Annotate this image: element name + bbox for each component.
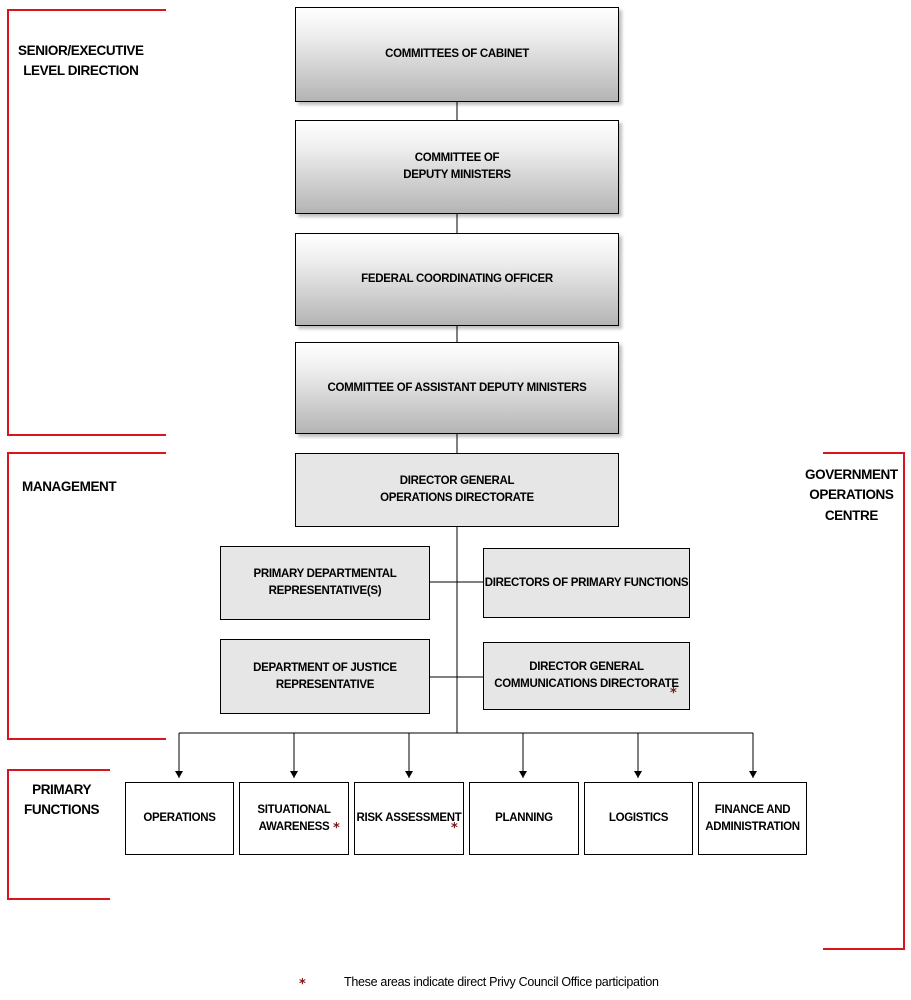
box-primary-departmental-representatives: PRIMARY DEPARTMENTAL REPRESENTATIVE(S): [220, 546, 430, 620]
box-label: OPERATIONS: [143, 812, 216, 825]
box-director-general-communications: DIRECTOR GENERAL COMMUNICATIONS DIRECTOR…: [483, 642, 690, 710]
box-label: DIRECTORS OF PRIMARY FUNCTIONS: [484, 576, 689, 589]
box-committees-of-cabinet: COMMITTEES OF CABINET: [295, 7, 619, 102]
bracket-management: [7, 452, 166, 740]
box-function-operations: OPERATIONS: [125, 782, 234, 855]
label-primary-functions: PRIMARY FUNCTIONS: [24, 782, 100, 818]
legend-text: These areas indicate direct Privy Counci…: [344, 975, 659, 989]
box-function-finance-administration: FINANCE AND ADMINISTRATION: [698, 782, 807, 855]
box-label: DIRECTOR GENERAL COMMUNICATIONS DIRECTOR…: [494, 661, 679, 690]
box-label: PLANNING: [495, 812, 553, 825]
box-committee-of-deputy-ministers: COMMITTEE OF DEPUTY MINISTERS: [295, 120, 619, 214]
box-function-situational-awareness: SITUATIONAL AWARENESS: [239, 782, 349, 855]
box-directors-of-primary-functions: DIRECTORS OF PRIMARY FUNCTIONS: [483, 548, 690, 618]
star-icon: *: [451, 821, 458, 836]
box-label: SITUATIONAL AWARENESS: [257, 803, 331, 833]
bracket-primary: [7, 769, 110, 900]
star-icon: *: [333, 821, 340, 836]
box-label: COMMITTEE OF DEPUTY MINISTERS: [403, 152, 511, 181]
label-government-operations-centre: GOVERNMENT OPERATIONS CENTRE: [805, 467, 898, 523]
box-label: DEPARTMENT OF JUSTICE REPRESENTATIVE: [253, 661, 397, 691]
box-committee-of-assistant-deputy-ministers: COMMITTEE OF ASSISTANT DEPUTY MINISTERS: [295, 342, 619, 434]
box-function-risk-assessment: RISK ASSESSMENT: [354, 782, 464, 855]
box-label: COMMITTEES OF CABINET: [385, 48, 529, 61]
box-function-logistics: LOGISTICS: [584, 782, 693, 855]
box-department-of-justice-representative: DEPARTMENT OF JUSTICE REPRESENTATIVE: [220, 639, 430, 714]
label-management: MANAGEMENT: [22, 479, 117, 494]
box-label: LOGISTICS: [608, 812, 669, 825]
legend-star-icon: *: [299, 977, 306, 992]
box-label: RISK ASSESSMENT: [356, 812, 462, 825]
box-function-planning: PLANNING: [469, 782, 579, 855]
box-label: FEDERAL COORDINATING OFFICER: [361, 273, 553, 286]
box-federal-coordinating-officer: FEDERAL COORDINATING OFFICER: [295, 233, 619, 326]
bracket-goc: [823, 452, 905, 950]
box-label: DIRECTOR GENERAL OPERATIONS DIRECTORATE: [380, 475, 534, 504]
box-label: COMMITTEE OF ASSISTANT DEPUTY MINISTERS: [327, 381, 587, 394]
box-label: PRIMARY DEPARTMENTAL REPRESENTATIVE(S): [253, 568, 397, 597]
bracket-senior: [7, 9, 166, 436]
box-label: FINANCE AND ADMINISTRATION: [705, 803, 800, 833]
label-senior-executive: SENIOR/EXECUTIVE LEVEL DIRECTION: [18, 43, 144, 79]
box-director-general-operations: DIRECTOR GENERAL OPERATIONS DIRECTORATE: [295, 453, 619, 527]
star-icon: *: [670, 686, 677, 701]
